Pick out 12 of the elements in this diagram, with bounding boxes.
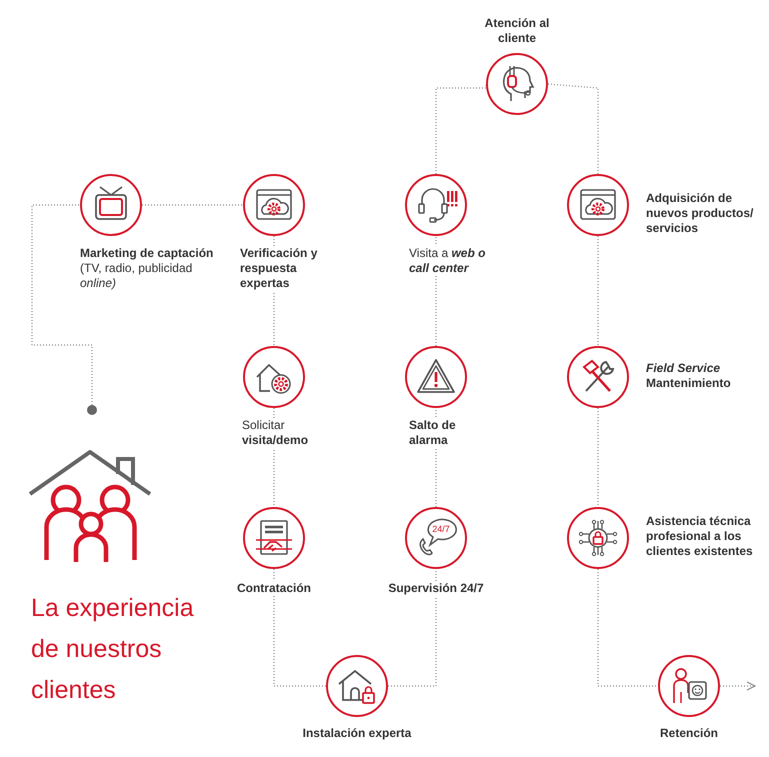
dotted-connector (31, 204, 93, 405)
dotted-connector (597, 569, 658, 687)
dotted-connector (273, 569, 326, 687)
dotted-connector (388, 569, 437, 687)
dotted-connector (597, 408, 599, 507)
dotted-connector (142, 204, 243, 206)
start-dot (87, 405, 97, 415)
dotted-connector (548, 83, 599, 174)
dotted-arrow (720, 681, 756, 691)
dotted-connector (435, 84, 487, 174)
diagram-title: La experiencia de nuestros clientes (31, 593, 195, 706)
dotted-connector (597, 236, 599, 346)
